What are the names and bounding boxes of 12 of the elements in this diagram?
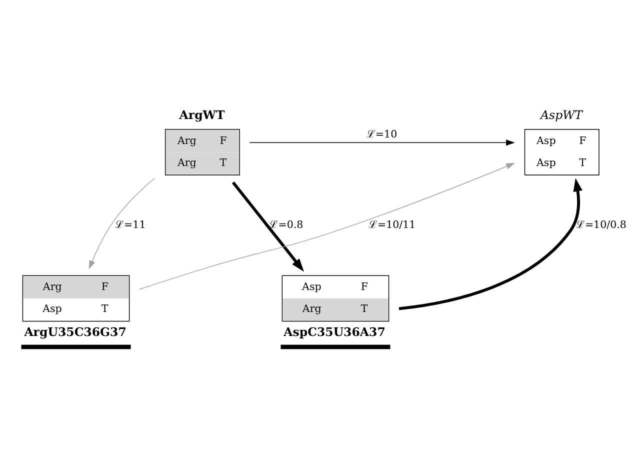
arrow [232,182,304,272]
node-label: AspWT [540,108,583,122]
edge-label: ℒ=11 [115,219,146,232]
edge-label: ℒ=10/11 [368,219,416,232]
arrow [88,178,155,270]
edge-label: ℒ=10 [366,128,398,141]
edge-label: ℒ=0.8 [269,219,304,232]
arrow [249,140,515,146]
arrow [398,178,582,310]
arrow [138,162,515,290]
node-label: ArgWT [179,108,225,122]
edge-label: ℒ=10/0.8 [576,219,626,232]
